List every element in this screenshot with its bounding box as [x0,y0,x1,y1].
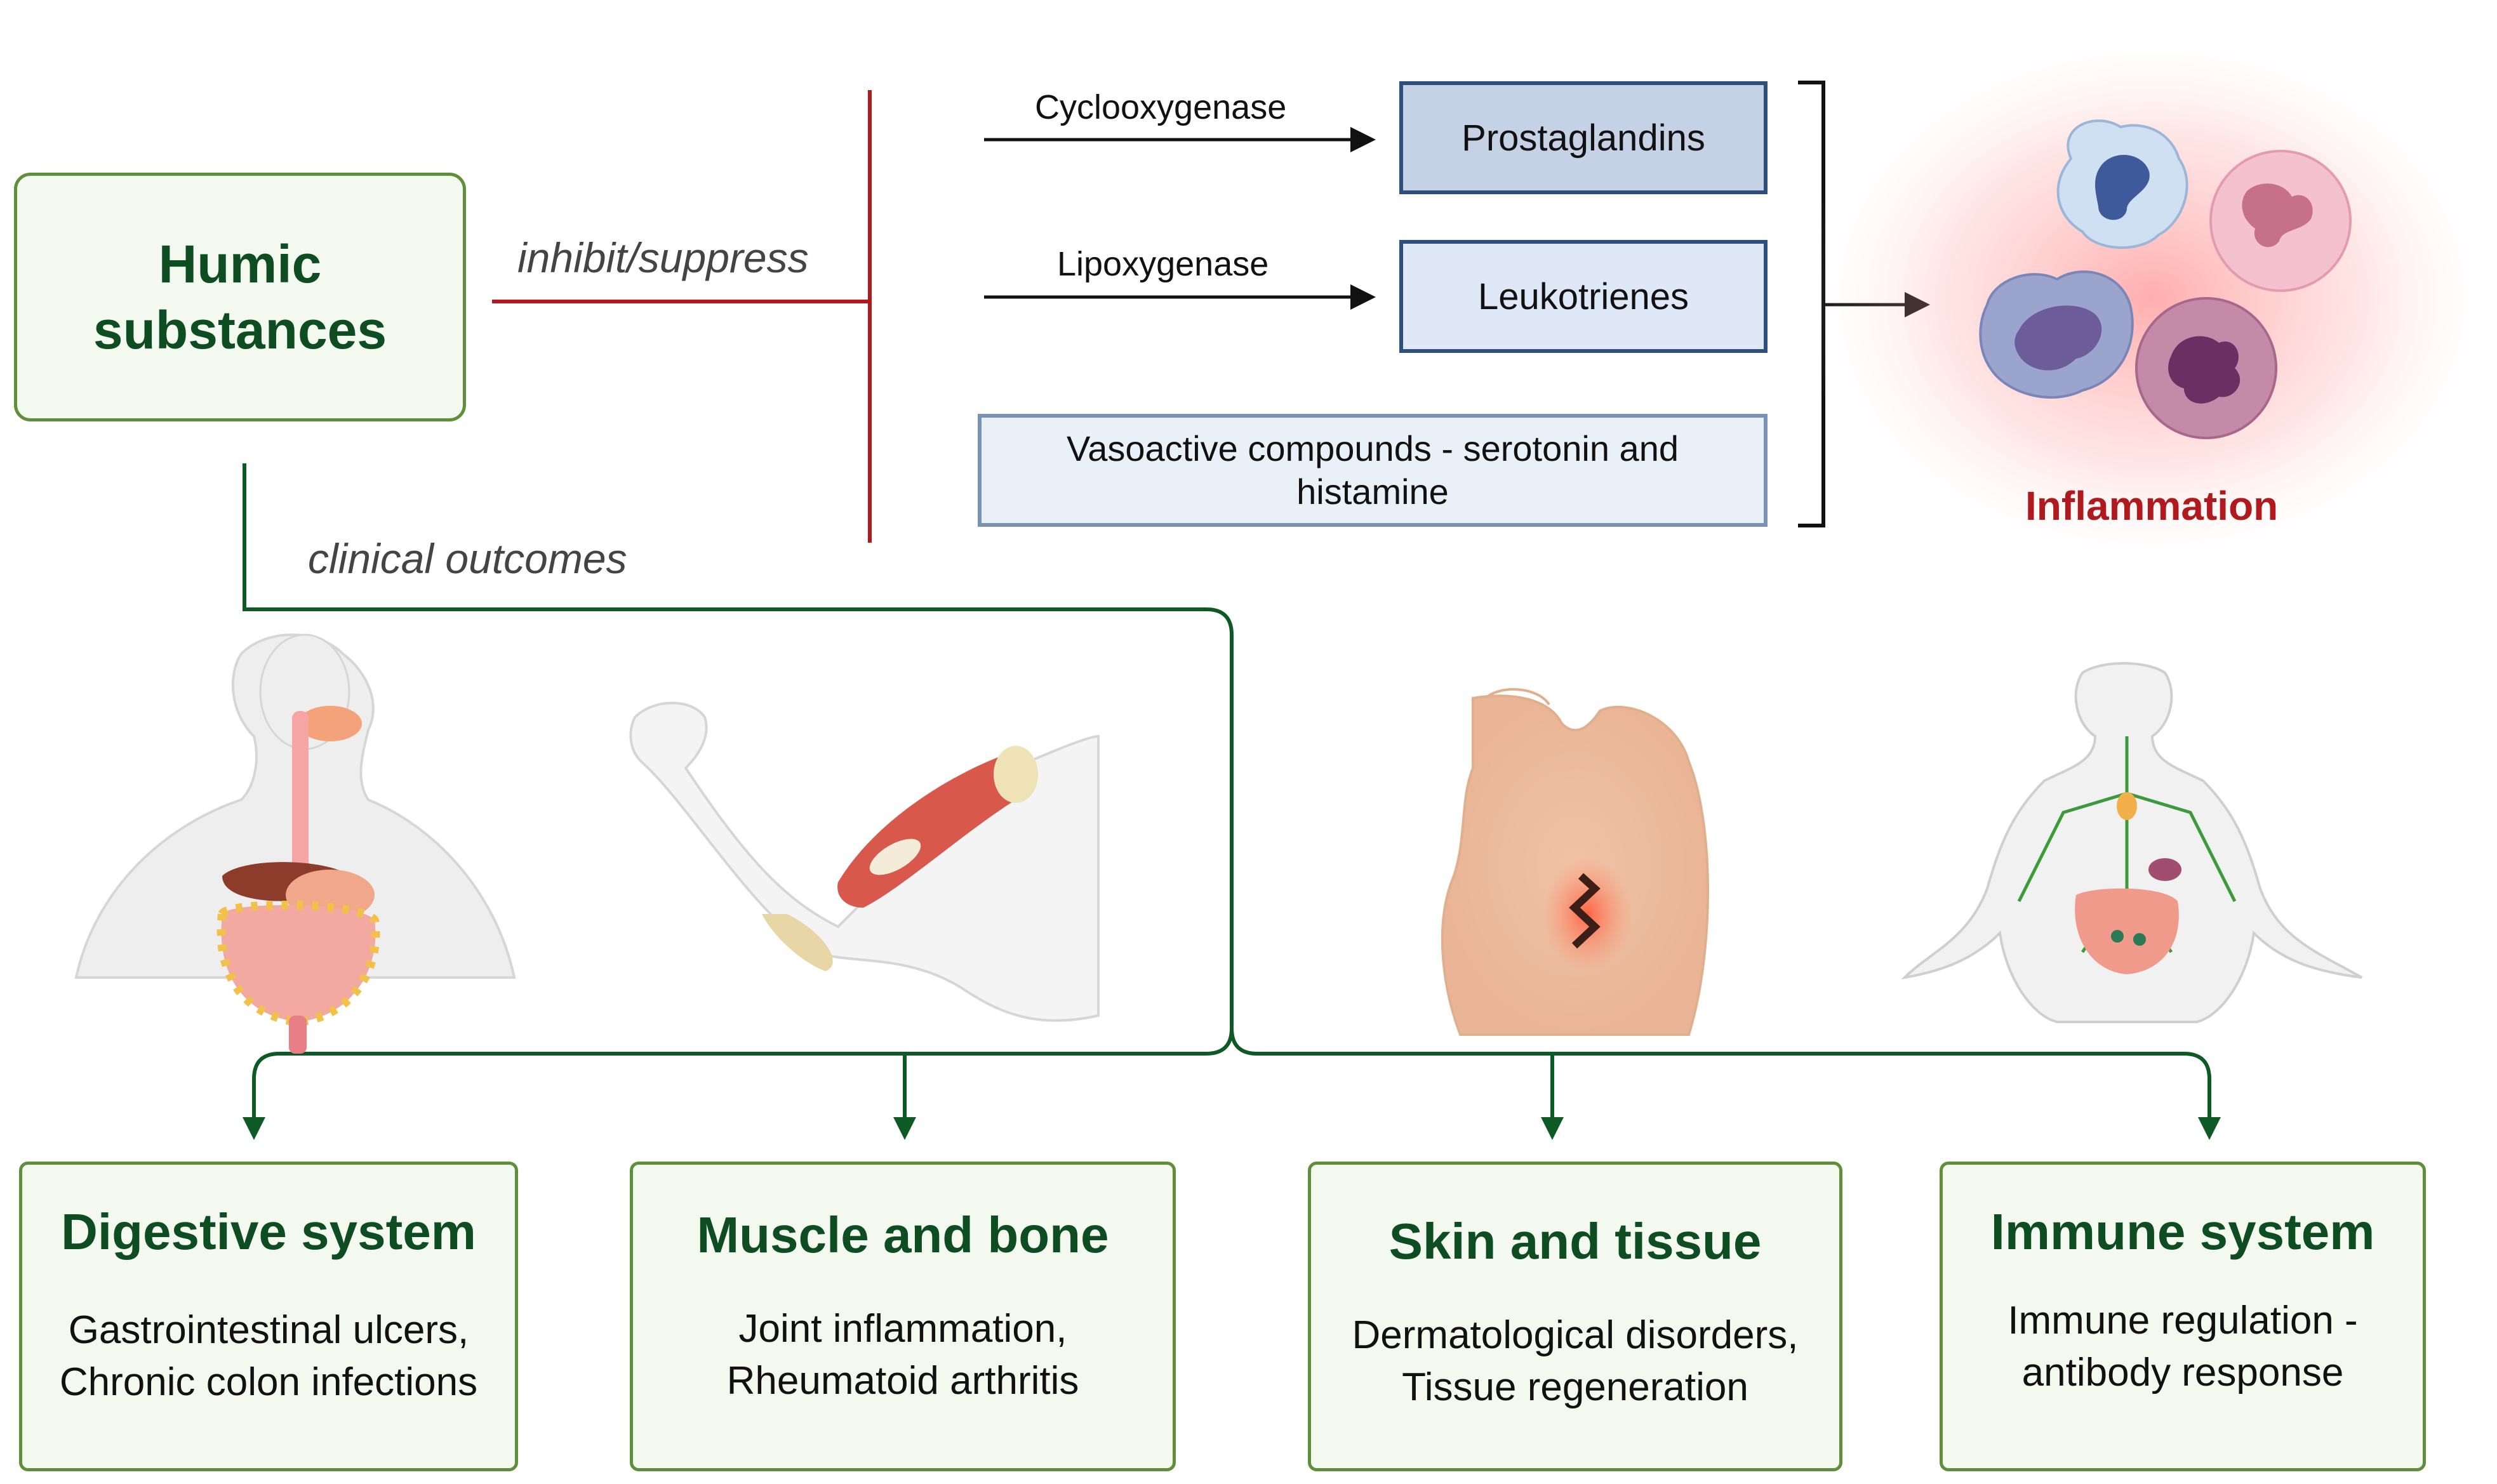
cyclooxygenase-label: Cyclooxygenase [1035,88,1287,126]
outcome-text: Joint inflammation, Rheumatoid arthritis [726,1307,1079,1403]
clinical-outcomes-connector [243,463,2221,1140]
inflammation-label: Inflammation [2025,483,2279,529]
outcome-digestive-system: Digestive system Gastrointestinal ulcers… [19,1162,518,1471]
lipoxygenase-label: Lipoxygenase [1057,245,1269,283]
outcome-immune-system: Immune system Immune regulation - antibo… [1940,1162,2426,1471]
lymphatic-system-illustration [1901,662,2362,1023]
outcome-text: Immune regulation - antibody response [2008,1299,2358,1395]
arm-muscle-bone-illustration [629,701,1100,1022]
outcome-muscle-and-bone: Muscle and bone Joint inflammation, Rheu… [630,1162,1176,1471]
outcome-title: Immune system [1990,1203,2375,1260]
prostaglandins-box: Prostaglandins [1399,81,1768,194]
leukotrienes-label: Leukotrienes [1477,275,1689,317]
outcome-title: Digestive system [61,1203,476,1260]
vasoactive-compounds-box: Vasoactive compounds - serotonin and his… [978,414,1768,527]
digestive-system-illustration [74,633,516,1054]
humic-substances-box: Humic substances [14,173,466,421]
outcome-text: Gastrointestinal ulcers, Chronic colon i… [59,1308,478,1404]
inflammation-cells-icon [1797,19,2497,578]
inhibit-suppress-label: inhibit/suppress [517,234,809,281]
vasoactive-compounds-label: Vasoactive compounds - serotonin and his… [1067,428,1679,512]
leukotrienes-box: Leukotrienes [1399,240,1768,353]
prostaglandins-label: Prostaglandins [1462,117,1705,159]
outcome-skin-and-tissue: Skin and tissue Dermatological disorders… [1308,1162,1842,1471]
skin-wound-torso-illustration [1441,688,1709,1036]
outcome-text: Dermatological disorders, Tissue regener… [1352,1313,1799,1409]
outcome-title: Muscle and bone [696,1207,1109,1263]
outcome-title: Skin and tissue [1388,1213,1762,1269]
inhibit-connector [492,90,872,543]
humic-substances-label: Humic substances [93,234,387,360]
clinical-outcomes-label: clinical outcomes [308,535,627,582]
